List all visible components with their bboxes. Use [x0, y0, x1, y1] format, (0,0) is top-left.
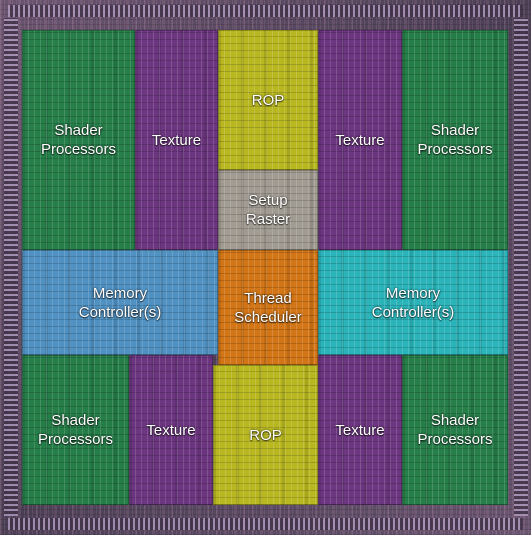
thread-scheduler-label: Thread Scheduler — [234, 289, 302, 326]
rop-bottom: ROP — [213, 365, 318, 505]
pad-ring-right — [514, 18, 528, 516]
texture-label: Texture — [335, 131, 385, 149]
shader-processors-label: Shader Processors — [417, 122, 493, 158]
shader-processors-top-left: Shader Processors — [22, 30, 135, 250]
memory-controller-label: Memory Controller(s) — [371, 284, 455, 321]
setup-raster-label: Setup Raster — [245, 192, 291, 228]
rop-label: ROP — [251, 91, 285, 109]
rop-label: ROP — [249, 426, 282, 444]
shader-processors-bottom-left: Shader Processors — [22, 355, 129, 505]
texture-top-left: Texture — [135, 30, 218, 250]
memory-controller-right: Memory Controller(s) — [318, 250, 508, 355]
memory-controller-label: Memory Controller(s) — [78, 284, 162, 321]
shader-processors-bottom-right: Shader Processors — [402, 355, 508, 505]
texture-label: Texture — [146, 421, 196, 439]
pad-ring-left — [4, 18, 18, 516]
pad-ring-top — [8, 5, 523, 17]
shader-processors-label: Shader Processors — [40, 122, 117, 158]
texture-top-right: Texture — [318, 30, 402, 250]
texture-label: Texture — [151, 131, 202, 149]
setup-raster: Setup Raster — [218, 170, 318, 250]
texture-bottom-right: Texture — [318, 355, 402, 505]
texture-bottom-left: Texture — [129, 355, 213, 505]
pad-ring-bottom — [8, 518, 523, 530]
texture-label: Texture — [335, 421, 385, 439]
rop-top: ROP — [218, 30, 318, 170]
thread-scheduler: Thread Scheduler — [218, 250, 318, 365]
shader-processors-top-right: Shader Processors — [402, 30, 508, 250]
memory-controller-left: Memory Controller(s) — [22, 250, 218, 355]
shader-processors-label: Shader Processors — [37, 412, 114, 448]
shader-processors-label: Shader Processors — [417, 412, 493, 448]
